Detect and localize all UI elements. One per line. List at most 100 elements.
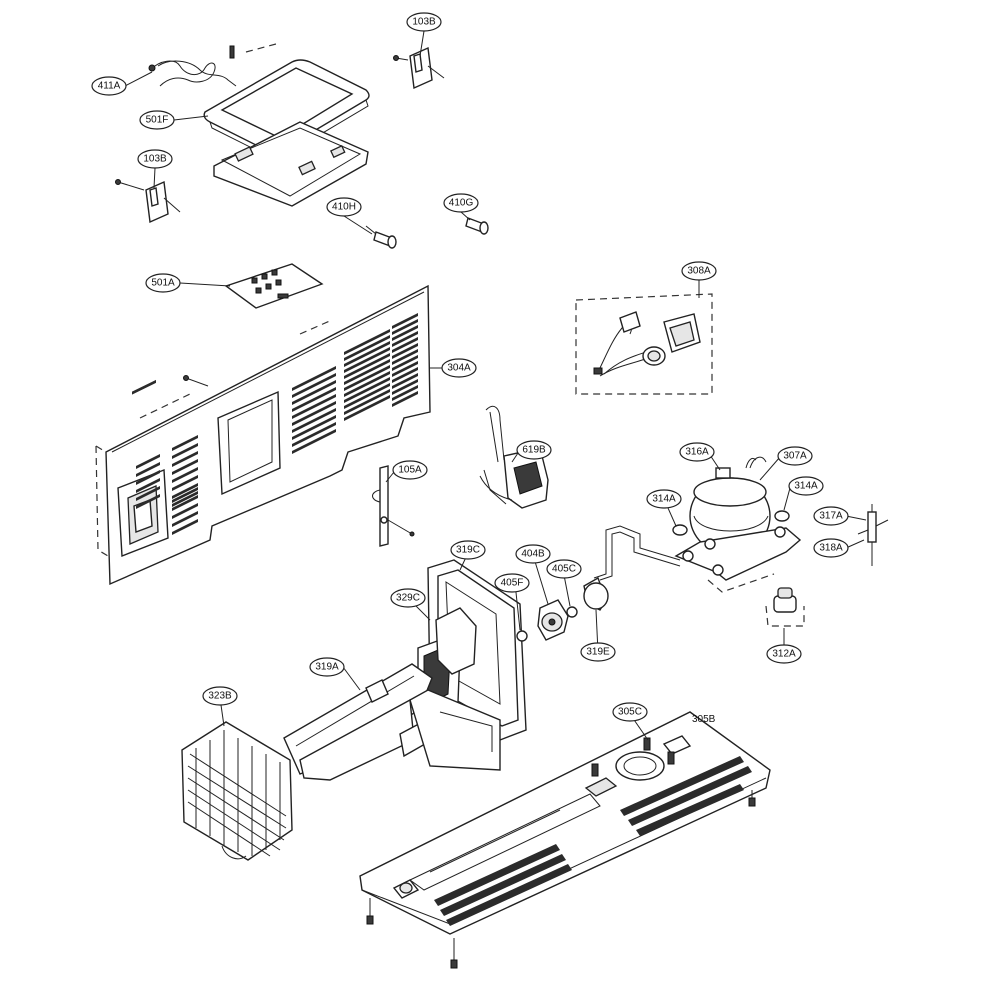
vent-slat xyxy=(292,394,336,419)
callout-308A: 308A xyxy=(681,261,717,281)
vent-slat xyxy=(172,483,198,499)
svg-text:312A: 312A xyxy=(772,649,796,660)
callout-619B: 619B xyxy=(516,440,552,460)
vent-slat xyxy=(292,401,336,426)
vent-slat xyxy=(392,349,418,365)
capacitor-410G xyxy=(465,217,489,235)
svg-text:307A: 307A xyxy=(783,451,807,462)
screw-top xyxy=(229,45,235,59)
callout-316A: 316A xyxy=(679,442,715,462)
svg-text:501F: 501F xyxy=(146,115,169,126)
vent-slat xyxy=(172,495,198,511)
svg-text:501A: 501A xyxy=(151,278,175,289)
vent-slat xyxy=(292,387,336,412)
svg-text:314A: 314A xyxy=(794,481,818,492)
vent-slat xyxy=(292,366,336,391)
grommet-314A-right xyxy=(774,510,790,522)
vent-slat xyxy=(172,459,198,475)
svg-text:319A: 319A xyxy=(315,662,339,673)
svg-text:103B: 103B xyxy=(143,154,167,165)
vent-slat xyxy=(136,470,160,485)
callout-103B-top: 103B xyxy=(406,12,442,32)
vent-slat xyxy=(292,422,336,447)
vent-slat xyxy=(292,408,336,433)
drain-tube-105A xyxy=(372,465,415,547)
vent-slat xyxy=(172,519,198,535)
vent-slat xyxy=(172,487,198,503)
svg-text:308A: 308A xyxy=(687,266,711,277)
capacitor-410H xyxy=(365,225,397,249)
vent-slat xyxy=(172,443,198,459)
vent-slat xyxy=(344,389,390,415)
svg-text:319E: 319E xyxy=(586,647,610,658)
vent-slat xyxy=(392,361,418,377)
callout-314A-left: 314A xyxy=(646,489,682,509)
callout-404B: 404B xyxy=(515,544,551,564)
fitting-312A xyxy=(765,587,805,627)
vent-slat xyxy=(392,331,418,347)
svg-text:103B: 103B xyxy=(412,17,436,28)
compressor-307A xyxy=(674,456,802,593)
callout-319A: 319A xyxy=(309,657,345,677)
vent-slat xyxy=(292,415,336,440)
vent-slat xyxy=(292,380,336,405)
callout-304A: 304A xyxy=(441,358,477,378)
callout-319C: 319C xyxy=(450,540,486,560)
svg-text:410H: 410H xyxy=(332,202,356,213)
vent-slat xyxy=(392,385,418,401)
vent-slat xyxy=(392,313,418,329)
vent-slat xyxy=(392,319,418,335)
evaporator-tray-319A xyxy=(283,663,501,781)
callout-329C: 329C xyxy=(390,588,426,608)
vent-slat xyxy=(392,367,418,383)
grommet-314A-left xyxy=(672,524,688,536)
callout-501A: 501A xyxy=(145,273,181,293)
vent-slat xyxy=(392,391,418,407)
motor-404B xyxy=(537,599,569,641)
rear-panel-304A xyxy=(95,284,431,586)
vent-slat xyxy=(172,503,198,519)
bracket-103B-left xyxy=(115,179,181,224)
callout-317A: 317A xyxy=(813,506,849,526)
vent-slat xyxy=(136,494,160,509)
svg-text:619B: 619B xyxy=(522,445,546,456)
svg-text:319C: 319C xyxy=(456,545,480,556)
vent-slat xyxy=(392,379,418,395)
power-cord-harness xyxy=(148,60,237,87)
base-plate-vents xyxy=(434,756,752,926)
vent-slat xyxy=(172,511,198,527)
condenser-323B xyxy=(181,721,293,861)
svg-text:314A: 314A xyxy=(652,494,676,505)
base-plate-305B xyxy=(359,711,771,969)
vent-slat xyxy=(344,353,390,379)
vent-slat xyxy=(344,341,390,367)
washer-405C xyxy=(566,606,578,618)
vent-slat xyxy=(344,371,390,397)
svg-text:411A: 411A xyxy=(98,81,121,92)
vent-slat xyxy=(136,462,160,477)
vent-slat xyxy=(292,429,336,454)
vent-slat xyxy=(344,335,390,361)
vent-slat xyxy=(344,329,390,355)
svg-text:304A: 304A xyxy=(447,363,471,374)
vent-slat xyxy=(392,355,418,371)
svg-text:323B: 323B xyxy=(208,691,232,702)
vent-slat xyxy=(172,467,198,483)
callout-405C: 405C xyxy=(546,559,582,579)
callout-323B: 323B xyxy=(202,686,238,706)
svg-text:329C: 329C xyxy=(396,593,420,604)
callout-307A: 307A xyxy=(777,446,813,466)
callout-312A: 312A xyxy=(766,644,802,664)
rear-panel-vents xyxy=(132,313,418,535)
vent-slat xyxy=(136,486,160,501)
vent-slat xyxy=(344,365,390,391)
callout-318A: 318A xyxy=(813,538,849,558)
callout-305C: 305C xyxy=(612,702,648,722)
callout-103B-left: 103B xyxy=(137,149,173,169)
svg-text:404B: 404B xyxy=(521,549,545,560)
vent-slat xyxy=(344,347,390,373)
vent-slat xyxy=(172,451,198,467)
callout-105A: 105A xyxy=(392,460,428,480)
svg-text:105A: 105A xyxy=(398,465,422,476)
wire-harness-308A xyxy=(575,293,713,395)
